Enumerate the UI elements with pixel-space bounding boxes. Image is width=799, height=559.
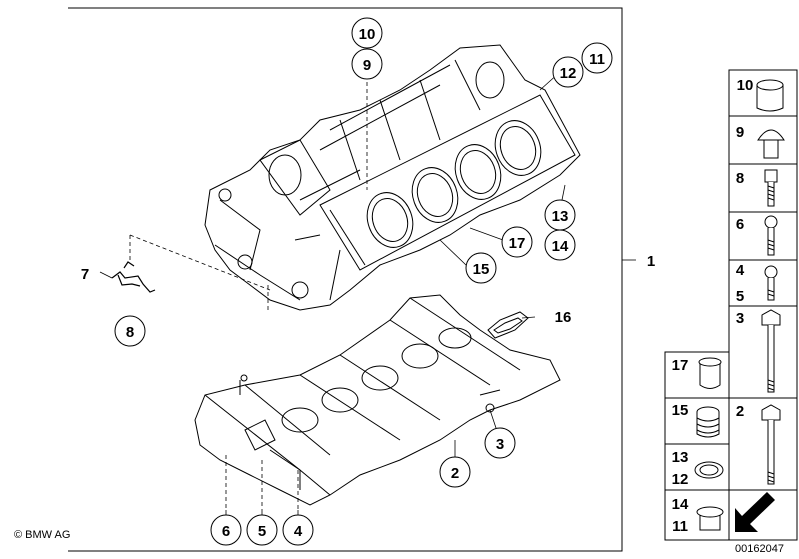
legend-part-9 (757, 129, 785, 159)
leader-dashes-lower (225, 455, 299, 510)
callout-10: 10 (351, 17, 383, 49)
legend-label-9: 9 (736, 124, 744, 141)
svg-text:14: 14 (552, 238, 569, 255)
legend-part-14 (696, 506, 724, 531)
svg-text:12: 12 (560, 65, 577, 82)
callout-6: 6 (210, 514, 242, 546)
copyright-text: © BMW AG (14, 529, 70, 541)
legend-label-10: 10 (737, 77, 754, 94)
callout-15: 15 (465, 252, 497, 284)
legend-part-17 (698, 357, 722, 389)
svg-text:8: 8 (126, 324, 134, 341)
leader-dashes-upper (129, 75, 368, 310)
svg-text:7: 7 (81, 266, 89, 283)
svg-text:17: 17 (509, 235, 526, 252)
legend-label-15: 15 (672, 402, 689, 419)
svg-text:9: 9 (363, 57, 371, 74)
legend-part-6 (764, 215, 778, 256)
svg-text:16: 16 (555, 309, 572, 326)
legend-label-2: 2 (736, 403, 744, 420)
callout-1: 1 (647, 253, 655, 270)
part-number-text: 00162047 (735, 543, 784, 555)
legend-part-10 (756, 79, 784, 112)
callout-7: 7 (81, 266, 89, 283)
callout-9: 9 (351, 48, 383, 80)
engine-block (204, 44, 581, 311)
legend-label-4: 4 (736, 262, 745, 279)
svg-text:5: 5 (258, 523, 266, 540)
bedplate (194, 294, 561, 506)
callout-14: 14 (544, 229, 576, 261)
legend-panel (664, 69, 798, 541)
legend-label-3: 3 (736, 310, 744, 327)
callout-11: 11 (581, 42, 613, 74)
gasket-16 (487, 311, 529, 339)
legend-label-6: 6 (736, 216, 744, 233)
dipstick-7 (111, 261, 156, 293)
callout-16: 16 (555, 309, 572, 326)
callout-12: 12 (552, 56, 584, 88)
legend-part-15 (696, 406, 720, 438)
legend-label-5: 5 (736, 288, 744, 305)
legend-label-8: 8 (736, 170, 744, 187)
callout-3: 3 (484, 427, 516, 459)
legend-label-11: 11 (672, 518, 688, 535)
legend-label-12: 12 (672, 471, 689, 488)
svg-text:10: 10 (359, 26, 376, 43)
callout-8: 8 (114, 315, 146, 347)
svg-text:15: 15 (473, 261, 490, 278)
legend-part-2 (761, 404, 781, 485)
svg-text:11: 11 (589, 51, 605, 68)
callout-13: 13 (544, 199, 576, 231)
callout-4: 4 (282, 514, 314, 546)
svg-text:2: 2 (451, 465, 459, 482)
legend-label-13: 13 (672, 449, 689, 466)
legend-part-4 (764, 265, 778, 301)
arrow-icon (735, 492, 775, 532)
callout-2: 2 (439, 456, 471, 488)
svg-text:4: 4 (294, 523, 303, 540)
legend-label-17: 17 (672, 357, 689, 374)
svg-text:1: 1 (647, 253, 655, 270)
legend-part-3 (761, 309, 781, 393)
callout-17: 17 (501, 226, 533, 258)
callout-5: 5 (246, 514, 278, 546)
svg-text:13: 13 (552, 208, 569, 225)
diagram-frame (68, 7, 623, 552)
svg-text:3: 3 (496, 436, 504, 453)
legend-part-8 (764, 169, 778, 207)
legend-part-13 (694, 461, 724, 479)
svg-text:6: 6 (222, 523, 230, 540)
legend-label-14: 14 (672, 496, 689, 513)
